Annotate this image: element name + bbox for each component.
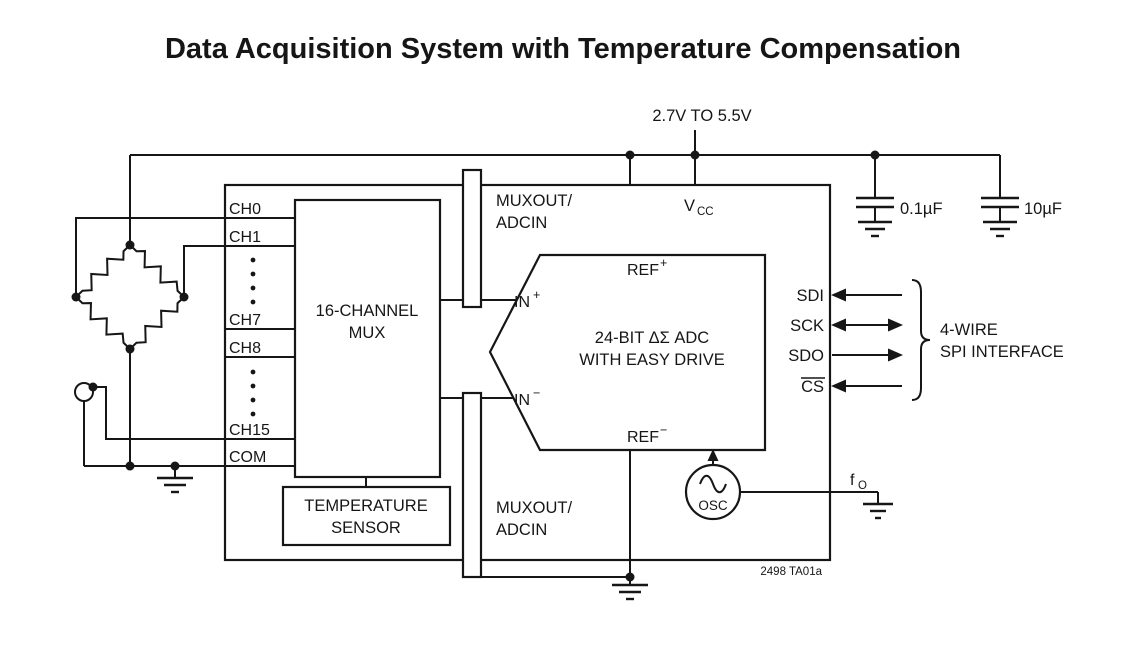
ch1-label: CH1 [229, 229, 261, 246]
ground-symbol [612, 583, 648, 601]
cap1-value-label: 0.1µF [900, 200, 943, 218]
cap2-value-label: 10µF [1024, 200, 1062, 218]
muxout-bottom-label-line1: MUXOUT/ [496, 499, 572, 517]
spi-interface: SDI SCK SDO CS 4-WIRE SPI INTERFACE [788, 279, 1064, 401]
channel-ellipsis-top [250, 257, 256, 305]
ground-symbol [983, 220, 1017, 238]
sdo-pin-label: SDO [788, 347, 824, 365]
bridge-resistor [129, 244, 185, 298]
muxout-top-label-line2: ADCIN [496, 214, 547, 232]
f0-label: f [850, 472, 855, 489]
sdi-arrow-left-icon [831, 288, 846, 302]
ch15-label: CH15 [229, 422, 270, 439]
bridge-to-ch0-wire [75, 217, 225, 297]
bottom-bus-bar [461, 391, 483, 579]
oscillator: OSC f O [684, 449, 893, 521]
ref-minus-label: REF [627, 429, 659, 446]
brace-icon [911, 279, 931, 401]
adc-label-line1: 24-BIT ΔΣ ADC [595, 329, 710, 347]
common-ground-node [84, 461, 225, 494]
junction-dot [690, 150, 700, 160]
temperature-sensor-box [281, 485, 452, 547]
adc-label-line2: WITH EASY DRIVE [579, 351, 724, 369]
cs-pin-label: CS [801, 378, 824, 396]
ground-symbol [157, 476, 193, 494]
cs-arrow-left-icon [831, 379, 846, 393]
sck-pin-label: SCK [790, 317, 824, 335]
junction-dot [625, 150, 635, 160]
ellipsis-dot [250, 383, 256, 389]
ellipsis-dot [250, 285, 256, 291]
sck-arrow-right-icon [888, 318, 903, 332]
part-reference-label: 2498 TA01a [760, 566, 822, 578]
spi-interface-label-line1: 4-WIRE [940, 321, 998, 339]
sdo-arrow-right-icon [888, 348, 903, 362]
capacitor-10uf: 10µF [981, 155, 1062, 238]
in-minus-sup: − [533, 386, 540, 400]
osc-label: OSC [698, 498, 728, 513]
in-plus-label: IN [514, 294, 530, 311]
sdi-pin-label: SDI [796, 287, 824, 305]
thermocouple-to-ch15-wire [93, 386, 225, 440]
diagram-title: Data Acquisition System with Temperature… [165, 33, 961, 65]
ellipsis-dot [250, 411, 256, 417]
junction-dot [125, 240, 135, 250]
bridge-sensor [71, 217, 225, 466]
com-label: COM [229, 449, 266, 466]
top-bus-bar [461, 168, 483, 309]
bridge-resistor [129, 296, 185, 350]
adc-shape [488, 253, 767, 452]
ground-symbol [863, 502, 893, 520]
ellipsis-dot [250, 271, 256, 277]
channel-ellipsis-bottom [250, 369, 256, 417]
mux-block: 16-CHANNEL MUX CH0 CH1 CH7 CH8 CH15 COM [225, 198, 442, 479]
sine-wave-icon [699, 474, 727, 494]
ref-minus-sup: − [660, 423, 667, 437]
in-plus-sup: + [533, 288, 540, 302]
temperature-sensor-block: TEMPERATURE SENSOR [281, 477, 452, 547]
ref-minus-ground [472, 450, 648, 601]
supply-voltage-label: 2.7V TO 5.5V [652, 107, 751, 125]
sck-arrow-left-icon [831, 318, 846, 332]
ch7-label: CH7 [229, 312, 261, 329]
bridge-resistor [75, 296, 131, 350]
ch8-label: CH8 [229, 340, 261, 357]
mux-label-line2: MUX [349, 324, 386, 342]
adc-block: 24-BIT ΔΣ ADC WITH EASY DRIVE REF + REF … [488, 253, 767, 452]
bridge-resistor [75, 244, 131, 298]
mux-label-line1: 16-CHANNEL [316, 302, 419, 320]
in-minus-label: IN [514, 392, 530, 409]
ellipsis-dot [250, 369, 256, 375]
ellipsis-dot [250, 299, 256, 305]
temp-sensor-label-line2: SENSOR [331, 519, 401, 537]
capacitor-0p1uf: 0.1µF [856, 155, 943, 238]
spi-interface-label-line2: SPI INTERFACE [940, 343, 1064, 361]
muxout-adcin-buses: MUXOUT/ ADCIN MUXOUT/ ADCIN [440, 168, 572, 579]
ref-plus-label: REF [627, 262, 659, 279]
ch0-label: CH0 [229, 201, 261, 218]
osc-arrow-up-icon [707, 449, 719, 461]
junction-dot [125, 461, 135, 471]
vcc-pin-label-sub: CC [697, 206, 714, 218]
muxout-bottom-label-line2: ADCIN [496, 521, 547, 539]
ellipsis-dot [250, 257, 256, 263]
mux-box [293, 198, 442, 479]
bridge-to-ch1-wire [183, 245, 225, 297]
temp-sensor-label-line1: TEMPERATURE [304, 497, 427, 515]
ellipsis-dot [250, 397, 256, 403]
vcc-pin-label: V [684, 197, 695, 215]
thermocouple [74, 382, 225, 466]
ground-symbol [858, 220, 892, 238]
ref-plus-sup: + [660, 256, 667, 270]
junction-dot [625, 572, 635, 582]
muxout-top-label-line1: MUXOUT/ [496, 192, 572, 210]
f0-label-sub: O [858, 480, 867, 492]
